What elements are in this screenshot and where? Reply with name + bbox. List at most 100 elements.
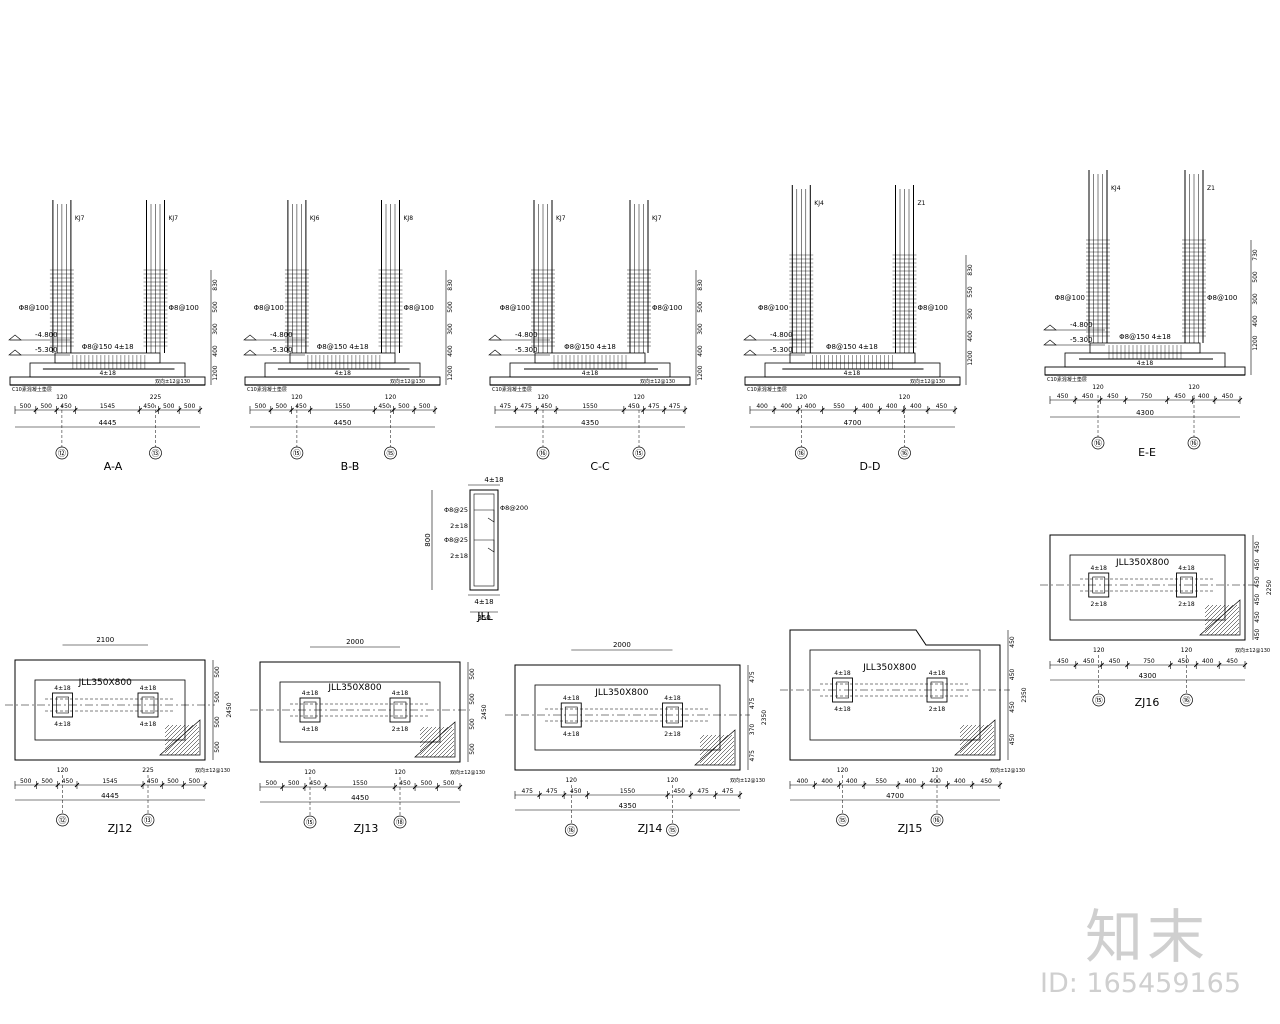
rebar-hatch xyxy=(954,719,996,756)
rebar-text: 4±18 xyxy=(392,690,409,697)
dim-text: 450 xyxy=(1254,594,1261,606)
dim-text: 1200 xyxy=(1252,335,1259,350)
level-text: -4.800 xyxy=(515,331,538,339)
dim-text: 500 xyxy=(214,741,221,753)
rebar-text: Φ8@100 xyxy=(254,304,284,312)
axis-bubble xyxy=(393,815,407,829)
axis-bubble xyxy=(1180,693,1193,707)
beam-label: JLL350X800 xyxy=(78,678,132,688)
rebar-hatch xyxy=(694,729,736,766)
dim-text: 500 xyxy=(189,778,201,785)
note-text: 双向±12@130 xyxy=(390,378,425,385)
dim-total: 4300 xyxy=(1139,672,1157,680)
dim-text: 475 xyxy=(697,788,709,795)
dim-text: 475 xyxy=(648,403,660,410)
dim-text: 1545 xyxy=(102,778,117,785)
beam-title: JLL xyxy=(477,610,493,623)
dim-text: 120 xyxy=(1092,384,1104,391)
rebar-text: 4±18 xyxy=(54,721,71,728)
dim-text: 1550 xyxy=(335,403,350,410)
plan-column-1: 4±182±18 xyxy=(1088,565,1110,608)
rebar-text: Φ8@25 xyxy=(444,536,468,544)
dim-text: 1550 xyxy=(352,780,367,787)
column-label: KJ7 xyxy=(75,215,85,222)
dim-text: 120 xyxy=(304,769,316,776)
axis-bubble xyxy=(536,446,550,460)
dim-text: 450 xyxy=(1109,658,1121,665)
note-text: C10素混凝土垫层 xyxy=(247,386,287,393)
axis-label: ⑮ xyxy=(1095,696,1103,705)
dim-total: 4700 xyxy=(844,419,862,427)
plan-column-2: 4±182±18 xyxy=(1176,565,1197,608)
rebar-text: 4±18 xyxy=(834,706,851,713)
dim-text: 300 xyxy=(967,308,974,320)
dim-text: 500 xyxy=(398,403,410,410)
dim-text: 450 xyxy=(147,778,159,785)
axis-label: ⑯ xyxy=(901,449,909,458)
dim-text: 450 xyxy=(673,788,685,795)
dim-text: 400 xyxy=(905,778,917,785)
rebar-text: 2±18 xyxy=(664,731,681,738)
dim-text: 450 xyxy=(1009,734,1016,746)
dim-text: 475 xyxy=(749,750,756,762)
dim-text: 120 xyxy=(394,769,406,776)
dim-text: 450 xyxy=(1226,658,1238,665)
dim-total: 4350 xyxy=(581,419,599,427)
rebar-text: 4±18 xyxy=(563,695,580,702)
dim-text: 500 xyxy=(214,691,221,703)
dim-text: 500 xyxy=(163,403,175,410)
dim-text: 400 xyxy=(1202,658,1214,665)
dim-text: 500 xyxy=(266,780,278,787)
rebar-text: 4±18 xyxy=(664,695,681,702)
dim-text: 450 xyxy=(541,403,553,410)
dim-text: 400 xyxy=(797,778,809,785)
rebar-text: 4±18 xyxy=(54,685,71,692)
dim-text: 1200 xyxy=(212,365,219,380)
rebar-text: 2±18 xyxy=(1091,601,1108,608)
rebar-text: Φ8@100 xyxy=(758,304,788,312)
dim-total: 4450 xyxy=(334,419,352,427)
rebar-text: Φ8@100 xyxy=(1207,294,1237,302)
dim-text: 400 xyxy=(886,403,898,410)
plan-zj14: 4±184±184±182±18JLL350X800双向±12@13020004… xyxy=(505,641,768,837)
rebar-text: 2±18 xyxy=(929,706,946,713)
dim-text: 475 xyxy=(500,403,512,410)
axis-bubble xyxy=(794,446,808,460)
rebar-text: 4±18 xyxy=(484,476,503,484)
dim-text: 1545 xyxy=(100,403,115,410)
axis-label: ⑬ xyxy=(144,816,152,825)
dim-text: 730 xyxy=(1252,249,1259,261)
axis-bubble xyxy=(290,446,304,460)
plan-column-1: 4±18 4±18 xyxy=(832,670,853,713)
dim-text: 500 xyxy=(184,403,196,410)
dim-text: 500 xyxy=(469,743,476,755)
dim-text: 500 xyxy=(214,666,221,678)
dim-text: 1550 xyxy=(620,788,635,795)
plan-column-2: 4±184±18 xyxy=(137,685,159,728)
level-text: -4.800 xyxy=(1070,321,1093,329)
dim-text: 450 xyxy=(936,403,948,410)
column-label: Z1 xyxy=(1207,185,1215,192)
axis-label: ⑯ xyxy=(797,449,805,458)
dim-text: 300 xyxy=(697,323,704,335)
rebar-text: 4±18 xyxy=(834,670,851,677)
dim-text: 500 xyxy=(212,301,219,313)
note-text: C10素混凝土垫层 xyxy=(1047,376,1087,383)
dim-total: 4450 xyxy=(351,794,369,802)
dim-text: 500 xyxy=(419,403,431,410)
column-label: KJ7 xyxy=(652,215,662,222)
rebar-text: 2±18 xyxy=(392,726,409,733)
axis-bubble xyxy=(55,446,69,460)
section-title: A-A xyxy=(103,460,123,473)
note-text: 双向±12@130 xyxy=(730,777,765,784)
dim-total: 2450 xyxy=(481,704,488,719)
dim-text: 450 xyxy=(1083,658,1095,665)
note-text: 双向±12@130 xyxy=(1235,647,1270,654)
rebar-text: Φ8@100 xyxy=(918,304,948,312)
axis-bubble xyxy=(930,813,944,827)
